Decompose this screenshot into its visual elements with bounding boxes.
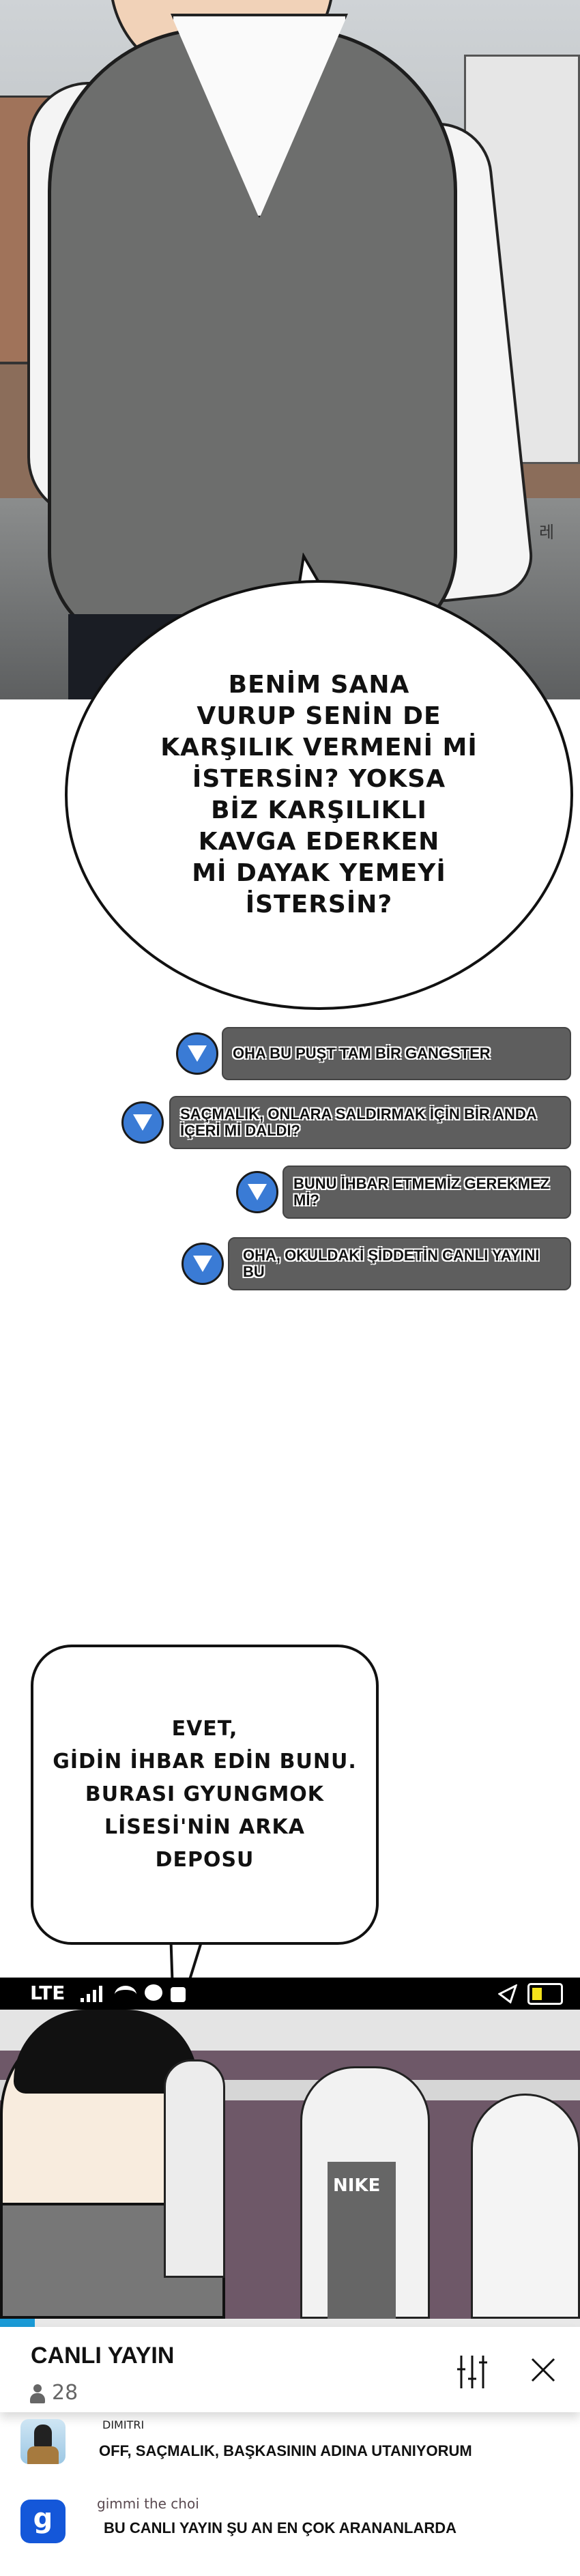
comment-text: BUNU İHBAR ETMEMİZ GEREKMEZ Mİ? — [293, 1175, 550, 1209]
chat-text: BU CANLI YAYIN ŞU AN EN ÇOK ARANANLARDA — [104, 2519, 457, 2536]
wifi-icon — [115, 1986, 136, 2003]
user-avatar[interactable]: g — [20, 2500, 66, 2543]
comment-row — [236, 1171, 278, 1213]
close-icon[interactable] — [531, 2358, 555, 2382]
comment-text: OHA, OKULDAKİ ŞİDDETİN CANLI YAYINI BU — [243, 1247, 540, 1280]
down-triangle-icon[interactable] — [121, 1101, 164, 1144]
network-label: LTE — [30, 1982, 66, 2004]
comment-text: OHA BU PUŞT TAM BİR GANGSTER — [233, 1045, 491, 1062]
stream-progress-bar[interactable] — [0, 2319, 580, 2327]
comment-row: SAÇMALIK, ONLARA SALDIRMAK İÇİN BİR ANDA… — [169, 1096, 571, 1149]
speech-bubble-text: EVET, GİDİN İHBAR EDİN BUNU. BURASI GYUN… — [53, 1717, 357, 1872]
down-triangle-icon[interactable] — [182, 1243, 224, 1285]
down-triangle-icon[interactable] — [176, 1032, 218, 1075]
speech-bubble-text: BENİM SANA VURUP SENİN DE KARŞILIK VERME… — [160, 671, 478, 918]
vest — [48, 27, 457, 648]
chat-username: gimmi the choi — [97, 2495, 199, 2512]
signal-icon — [81, 1986, 108, 2002]
comic-panel-1: 레 — [0, 0, 580, 699]
user-avatar[interactable] — [20, 2419, 66, 2464]
stream-progress-fill — [0, 2319, 35, 2327]
down-triangle-icon[interactable] — [236, 1171, 278, 1213]
live-header: CANLI YAYIN 28 — [0, 2327, 580, 2412]
clock-icon — [171, 1987, 186, 2002]
t-shirt: NIKE — [328, 2162, 396, 2319]
background-student — [164, 2059, 225, 2278]
comment-row: OHA BU PUŞT TAM BİR GANGSTER — [222, 1027, 571, 1080]
viewer-icon — [30, 2384, 45, 2403]
phone-status-bar: LTE — [0, 1978, 580, 2010]
background-student — [471, 2094, 580, 2319]
battery-icon — [527, 1983, 563, 2005]
comment-row — [182, 1243, 224, 1285]
chat-message: DIMITRI OFF, SAÇMALIK, BAŞKASININ ADINA … — [0, 2416, 580, 2477]
speech-bubble-2: EVET, GİDİN İHBAR EDİN BUNU. BURASI GYUN… — [31, 1645, 379, 1945]
comic-panel-2: LTE NIKE — [0, 1978, 580, 2319]
chat-text: OFF, SAÇMALIK, BAŞKASININ ADINA UTANIYOR… — [99, 2442, 472, 2459]
navigation-icon — [498, 1984, 517, 2003]
comment-row: BUNU İHBAR ETMEMİZ GEREKMEZ Mİ? — [282, 1166, 571, 1219]
chat-username: DIMITRI — [102, 2418, 145, 2431]
comment-row: OHA, OKULDAKİ ŞİDDETİN CANLI YAYINI BU — [228, 1237, 571, 1290]
comment-text: SAÇMALIK, ONLARA SALDIRMAK İÇİN BİR ANDA… — [180, 1105, 536, 1139]
comment-row — [176, 1032, 218, 1075]
comment-row — [121, 1101, 164, 1144]
shirt-text: NIKE — [333, 2175, 381, 2196]
speech-bubble-1: BENİM SANA VURUP SENİN DE KARŞILIK VERME… — [65, 580, 573, 1010]
viewer-count: 28 — [52, 2381, 78, 2405]
chat-message: g gimmi the choi BU CANLI YAYIN ŞU AN EN… — [0, 2494, 580, 2556]
chat-icon — [145, 1984, 162, 2001]
sign-text: 레 — [539, 523, 555, 542]
settings-sliders-icon[interactable] — [456, 2354, 489, 2390]
live-title: CANLI YAYIN — [31, 2343, 175, 2369]
